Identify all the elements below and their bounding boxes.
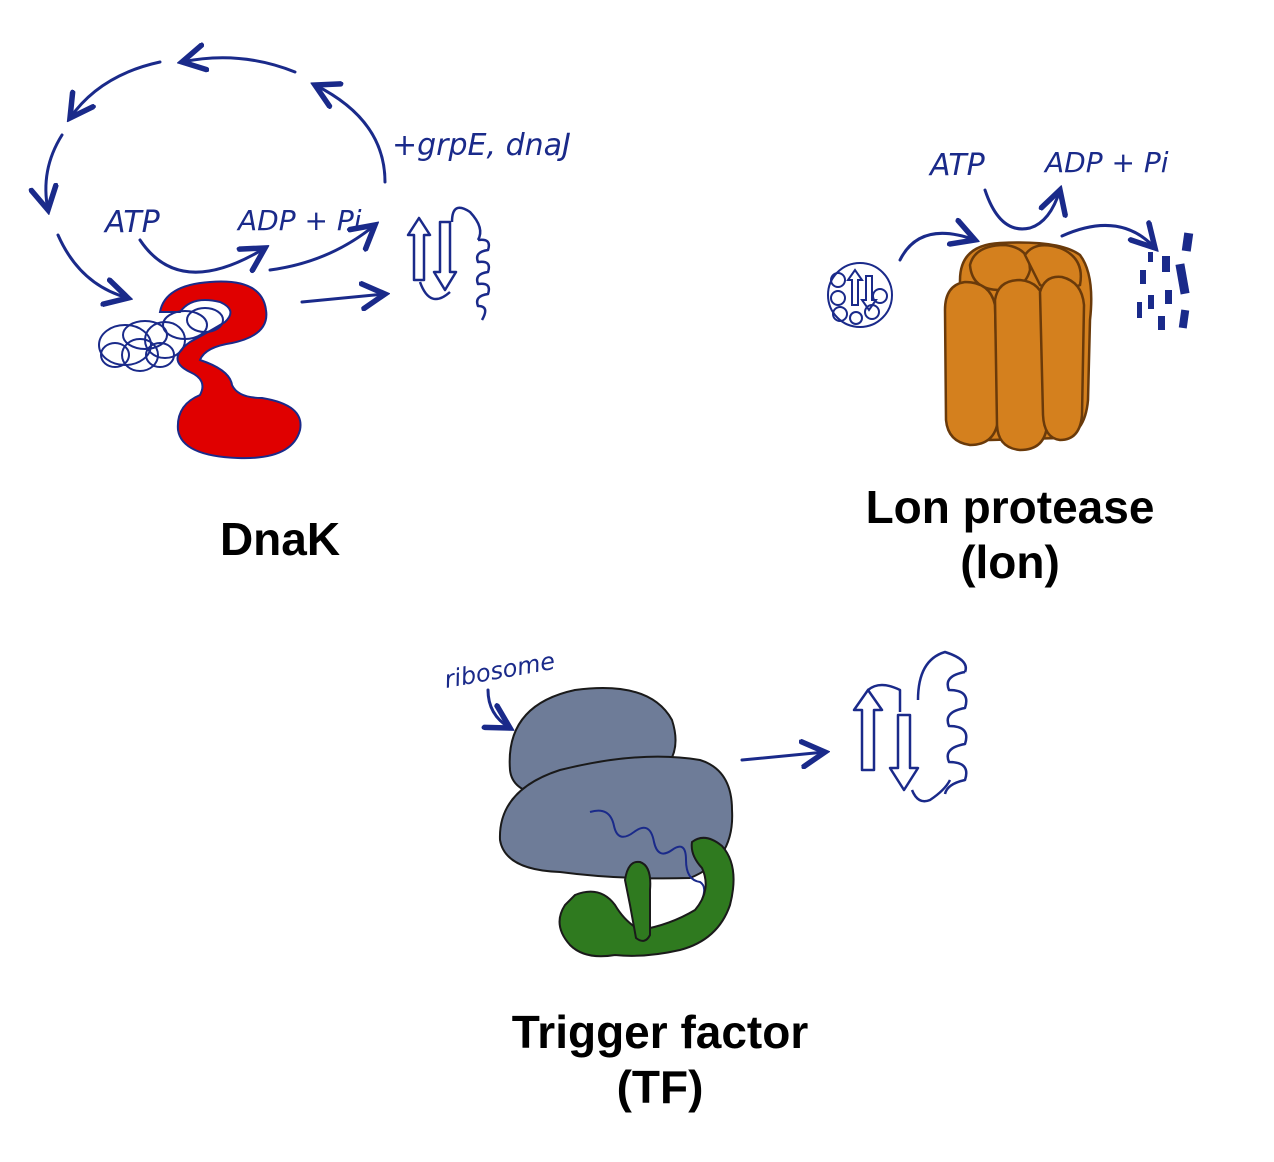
dnak-unfolded-substrate [98, 307, 224, 372]
dnak-folded-protein [406, 206, 491, 321]
dnak-fold-arrow [300, 294, 385, 302]
lon-substrate [827, 262, 893, 328]
dnak-cycle-arrow-left-top [70, 60, 162, 118]
dnak-title-text: DnaK [219, 513, 341, 565]
lon-substrate-arrow [898, 233, 975, 262]
dnak-panel: ATP ADP + Pi +grpE, dnaJ [46, 58, 571, 460]
dnak-atp-arrow [138, 238, 265, 274]
dnak-cycle-arrow-right [315, 85, 387, 184]
tf-protein-arm [623, 860, 652, 942]
dnak-adp-label: ADP + Pi [236, 204, 362, 237]
lon-panel: ATP ADP + Pi [827, 146, 1194, 452]
tf-fold-arrow [740, 752, 825, 760]
lon-title-line2: (lon) [960, 536, 1060, 589]
lon-adp-label: ADP + Pi [1043, 146, 1169, 179]
lon-atp-arrow [983, 190, 1060, 231]
dnak-atp-label: ATP [103, 205, 161, 240]
lon-protein [943, 241, 1093, 452]
lon-title-line1: Lon protease [865, 481, 1155, 533]
tf-title: Trigger factor (TF) [470, 1005, 850, 1115]
tf-ribosome-pointer-arrow [488, 688, 510, 728]
dnak-cycle-arrow-top [182, 58, 297, 74]
tf-ribosome-label: ribosome [442, 647, 557, 694]
dnak-cycle-arrow-down [56, 233, 128, 298]
dnak-protein [158, 280, 302, 460]
lon-atp-label: ATP [928, 148, 986, 183]
dnak-release-arrow [268, 225, 375, 272]
tf-folded-protein [852, 650, 968, 803]
lon-product-arrow [1060, 225, 1155, 248]
dnak-cofactor-label: +grpE, dnaJ [392, 128, 571, 163]
tf-title-line2: (TF) [616, 1061, 704, 1114]
lon-peptide-fragments [1137, 232, 1194, 330]
lon-title: Lon protease (lon) [830, 480, 1190, 590]
tf-title-line1: Trigger factor [511, 1006, 809, 1058]
dnak-title: DnaK [180, 512, 380, 567]
dnak-cycle-arrow-left [46, 133, 64, 210]
tf-panel: ribosome [442, 647, 968, 958]
